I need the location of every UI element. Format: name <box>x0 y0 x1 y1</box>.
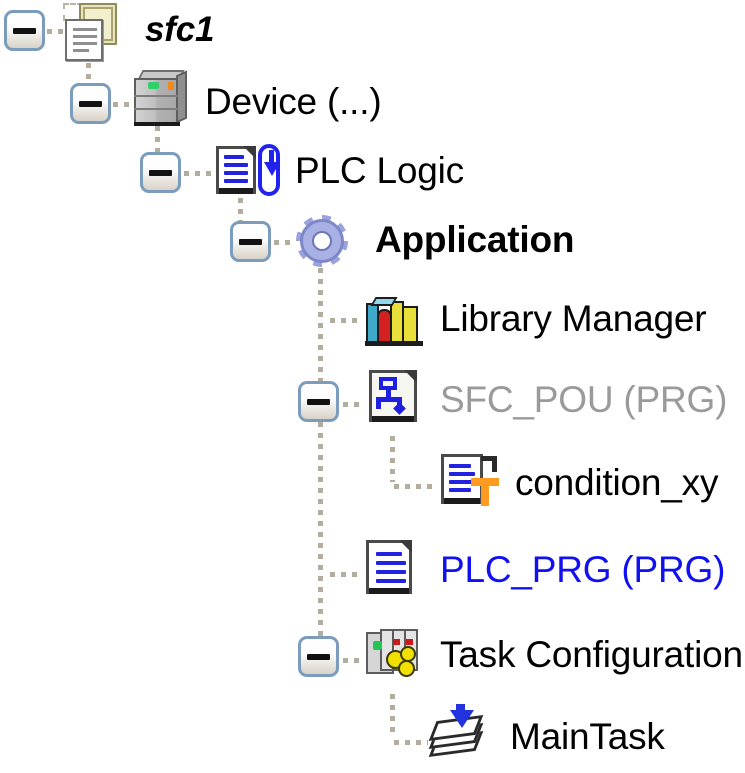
minus-icon <box>307 653 330 660</box>
connector-line <box>274 240 296 245</box>
tree-item-label-main-task[interactable]: MainTask <box>510 716 665 757</box>
device-icon <box>132 70 190 128</box>
connector-line <box>343 658 365 663</box>
connector-line <box>155 126 160 166</box>
main-task-icon <box>428 704 488 762</box>
connector-line <box>86 52 91 94</box>
plc-prg-icon <box>366 538 426 596</box>
gear-icon <box>398 660 415 677</box>
task-configuration-icon <box>366 628 426 684</box>
connector-line <box>390 436 395 482</box>
green-led-icon <box>373 641 382 650</box>
connector-line <box>330 318 362 323</box>
sfc-pou-icon <box>369 370 425 428</box>
tree-item-label-plc-prg[interactable]: PLC_PRG (PRG) <box>440 549 726 590</box>
expander-sfc-pou[interactable] <box>298 381 339 422</box>
connector-line <box>47 29 69 34</box>
download-arrow-icon <box>450 710 474 728</box>
tree-item-label-plc-logic[interactable]: PLC Logic <box>295 150 464 191</box>
connector-line <box>394 484 438 489</box>
project-icon <box>63 3 119 61</box>
tree-item-label-sfc1[interactable]: sfc1 <box>145 10 215 49</box>
tree-item-label-application[interactable]: Application <box>375 219 575 260</box>
expander-sfc1[interactable] <box>4 10 45 51</box>
expander-device[interactable] <box>70 83 111 124</box>
red-led-icon <box>406 639 413 645</box>
minus-icon <box>79 100 102 107</box>
gear-icon <box>293 212 351 270</box>
connector-line <box>330 572 362 577</box>
minus-icon <box>149 169 172 176</box>
expander-application[interactable] <box>230 221 271 262</box>
connector-line <box>238 198 243 236</box>
red-led-icon <box>393 639 400 645</box>
minus-icon <box>239 238 262 245</box>
plc-logic-icon <box>212 142 284 200</box>
tree-item-label-condition-xy[interactable]: condition_xy <box>515 462 719 503</box>
minus-icon <box>307 398 330 405</box>
expander-task-configuration[interactable] <box>298 636 339 677</box>
green-led-icon <box>148 82 159 89</box>
tree-item-label-library-manager[interactable]: Library Manager <box>440 298 707 339</box>
library-manager-icon <box>365 290 425 346</box>
tree-item-label-sfc-pou[interactable]: SFC_POU (PRG) <box>440 379 728 420</box>
connector-line <box>343 402 365 407</box>
connector-line <box>184 171 214 176</box>
connector-line <box>113 102 135 107</box>
expander-plc-logic[interactable] <box>140 152 181 193</box>
minus-icon <box>13 27 36 34</box>
tree-item-label-task-configuration[interactable]: Task Configuration <box>440 634 743 675</box>
connector-line <box>394 740 428 745</box>
condition-icon <box>441 452 501 510</box>
tree-item-label-device[interactable]: Device (...) <box>205 81 382 122</box>
connector-spine <box>318 268 323 660</box>
orange-led-icon <box>168 82 174 90</box>
connector-line <box>390 694 395 738</box>
